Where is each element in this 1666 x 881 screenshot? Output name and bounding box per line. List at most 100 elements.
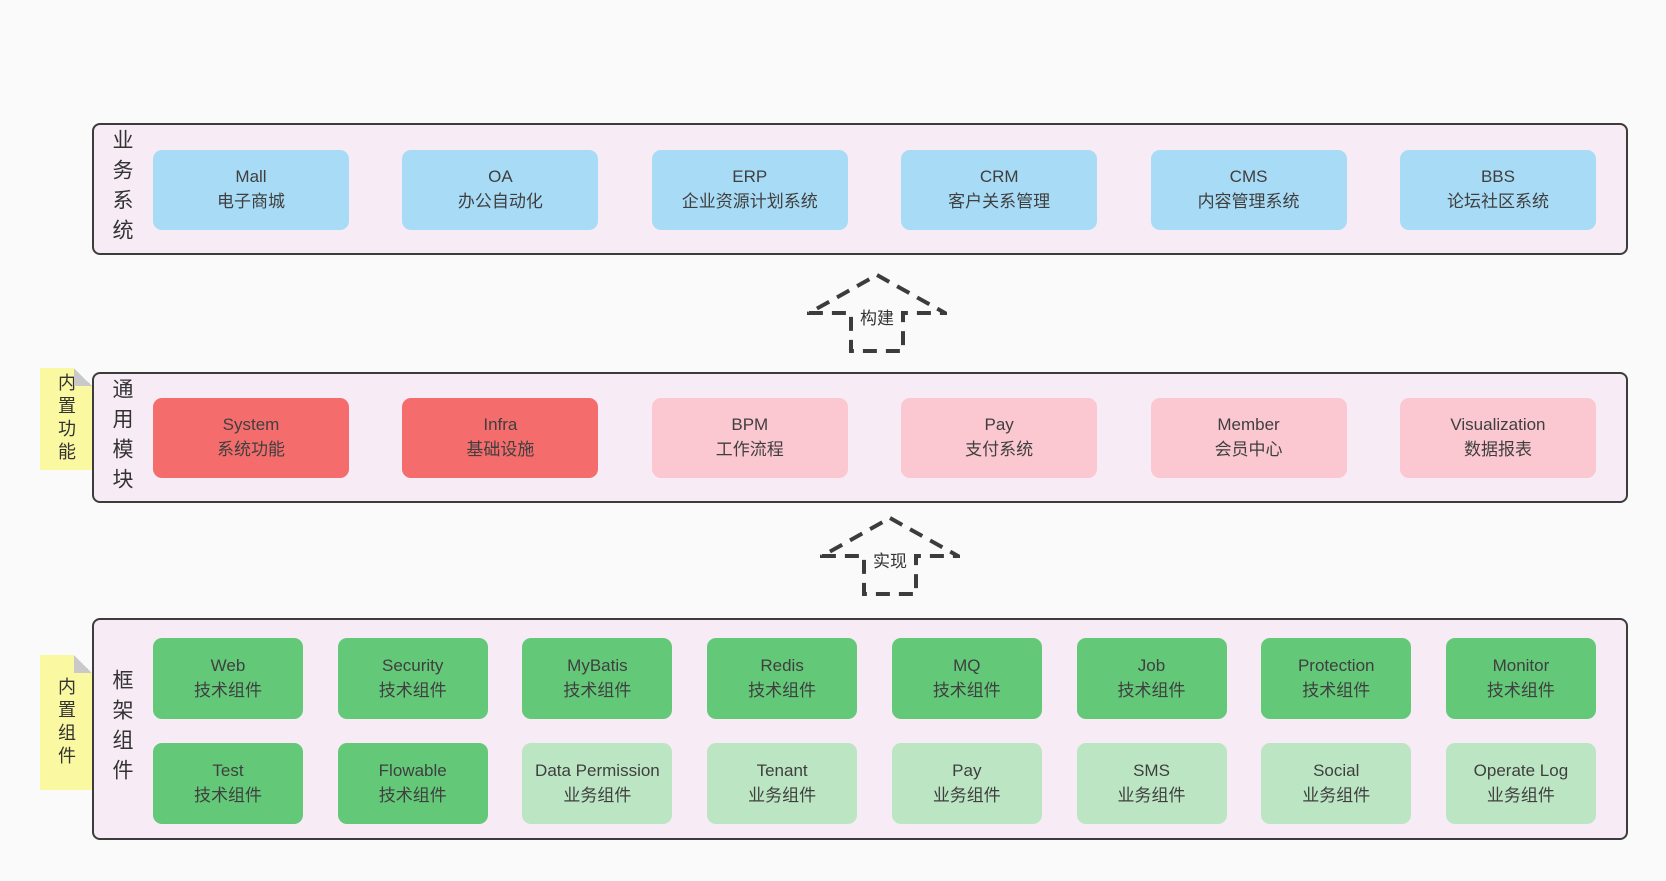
- box-crm: CRM 客户关系管理: [901, 150, 1098, 230]
- box-name: CMS: [1229, 167, 1268, 187]
- box-desc: 论坛社区系统: [1446, 192, 1549, 211]
- box-web: Web 技术组件: [153, 638, 303, 719]
- box-desc: 技术组件: [748, 680, 817, 700]
- build-arrow-label: 构建: [860, 309, 894, 328]
- box-desc: 电子商城: [217, 192, 285, 211]
- box-desc: 技术组件: [194, 785, 262, 805]
- box-desc: 业务组件: [563, 785, 632, 805]
- box-name: OA: [488, 167, 513, 187]
- box-system: System 系统功能: [153, 398, 349, 478]
- box-infra: Infra 基础设施: [402, 398, 599, 478]
- box-sms: SMS 业务组件: [1076, 743, 1227, 824]
- box-name: Pay: [952, 760, 982, 780]
- box-visualization: Visualization 数据报表: [1399, 398, 1596, 478]
- box-name: MyBatis: [567, 655, 628, 675]
- band-common-modules: 通用模块 System 系统功能 Infra 基础设施 BPM 工作流程 Pay…: [92, 372, 1628, 503]
- band-label-common-modules: 通用模块: [110, 377, 133, 498]
- box-mybatis: MyBatis 技术组件: [522, 638, 673, 719]
- box-tenant: Tenant 业务组件: [707, 743, 858, 824]
- box-desc: 业务组件: [932, 785, 1001, 805]
- box-protection: Protection 技术组件: [1261, 638, 1412, 719]
- box-desc: 技术组件: [378, 785, 447, 805]
- box-desc: 业务组件: [748, 785, 817, 805]
- box-erp: ERP 企业资源计划系统: [651, 150, 848, 230]
- box-desc: 技术组件: [563, 680, 632, 700]
- build-arrow: 构建: [807, 272, 947, 353]
- box-name: Web: [210, 655, 246, 675]
- box-job: Job 技术组件: [1076, 638, 1227, 719]
- box-name: BBS: [1480, 167, 1515, 187]
- arrow-label-bg: [866, 546, 914, 574]
- box-name: Pay: [984, 415, 1014, 435]
- band-business-systems: 业务系统 Mall 电子商城 OA 办公自动化 ERP 企业资源计划系统 CRM…: [92, 123, 1628, 255]
- box-name: Visualization: [1450, 415, 1546, 435]
- box-desc: 业务组件: [1302, 785, 1371, 805]
- box-name: Protection: [1297, 655, 1375, 675]
- box-pay-system: Pay 支付系统: [901, 398, 1098, 478]
- box-flowable: Flowable 技术组件: [337, 743, 488, 824]
- arrow-label-bg: [853, 303, 901, 331]
- box-desc: 会员中心: [1214, 440, 1283, 459]
- box-desc: 技术组件: [1486, 680, 1555, 700]
- box-desc: 支付系统: [965, 440, 1034, 459]
- box-desc: 技术组件: [194, 680, 262, 700]
- box-desc: 内容管理系统: [1197, 192, 1300, 211]
- box-cms: CMS 内容管理系统: [1150, 150, 1347, 230]
- box-monitor: Monitor 技术组件: [1445, 638, 1596, 719]
- box-name: Mall: [235, 167, 267, 187]
- box-oa: OA 办公自动化: [402, 150, 599, 230]
- box-name: CRM: [979, 167, 1019, 187]
- box-desc: 技术组件: [932, 680, 1001, 700]
- implement-arrow-label: 实现: [873, 552, 907, 571]
- box-mq: MQ 技术组件: [891, 638, 1042, 719]
- box-operate-log: Operate Log 业务组件: [1445, 743, 1596, 824]
- up-arrow-icon: [807, 272, 947, 353]
- box-name: Test: [212, 760, 244, 780]
- box-desc: 技术组件: [1117, 680, 1186, 700]
- box-test: Test 技术组件: [153, 743, 303, 824]
- box-social: Social 业务组件: [1261, 743, 1412, 824]
- box-name: Job: [1137, 655, 1166, 675]
- box-name: Data Permission: [535, 760, 660, 780]
- implement-arrow: 实现: [820, 515, 960, 596]
- sticky-note-label: 内置组件: [56, 676, 76, 769]
- box-name: Redis: [760, 655, 804, 675]
- box-mall: Mall 电子商城: [153, 150, 349, 230]
- box-name: Social: [1313, 760, 1360, 780]
- box-desc: 技术组件: [1302, 680, 1371, 700]
- box-desc: 技术组件: [378, 680, 447, 700]
- box-desc: 企业资源计划系统: [681, 192, 818, 211]
- band-label-business-systems: 业务系统: [110, 129, 133, 249]
- box-name: Infra: [483, 415, 518, 435]
- box-name: MQ: [953, 655, 981, 675]
- band-framework-components: 框架组件 Web 技术组件 Security 技术组件 MyBatis 技术组件…: [92, 618, 1628, 840]
- box-name: ERP: [732, 167, 768, 187]
- box-desc: 业务组件: [1117, 785, 1186, 805]
- up-arrow-icon: [820, 515, 960, 596]
- band-label-framework-components: 框架组件: [110, 669, 133, 789]
- box-name: System: [222, 415, 280, 435]
- box-name: Member: [1217, 415, 1280, 435]
- box-security: Security 技术组件: [337, 638, 488, 719]
- box-data-permission: Data Permission 业务组件: [522, 743, 673, 824]
- box-bpm: BPM 工作流程: [651, 398, 848, 478]
- box-desc: 业务组件: [1486, 785, 1555, 805]
- box-desc: 工作流程: [715, 440, 784, 459]
- box-desc: 数据报表: [1463, 440, 1532, 459]
- box-name: Flowable: [378, 760, 447, 780]
- sticky-note-label: 内置功能: [56, 373, 76, 465]
- box-desc: 系统功能: [217, 440, 285, 459]
- box-name: Security: [381, 655, 444, 675]
- box-desc: 办公自动化: [457, 192, 543, 211]
- box-name: Tenant: [756, 760, 808, 780]
- box-redis: Redis 技术组件: [707, 638, 858, 719]
- box-name: Monitor: [1492, 655, 1550, 675]
- box-pay-component: Pay 业务组件: [891, 743, 1042, 824]
- box-name: SMS: [1133, 760, 1170, 780]
- box-bbs: BBS 论坛社区系统: [1399, 150, 1596, 230]
- box-name: Operate Log: [1473, 760, 1569, 780]
- sticky-note-builtin-features: 内置功能: [40, 368, 92, 470]
- box-name: BPM: [731, 415, 769, 435]
- box-desc: 客户关系管理: [948, 192, 1051, 211]
- box-member: Member 会员中心: [1150, 398, 1347, 478]
